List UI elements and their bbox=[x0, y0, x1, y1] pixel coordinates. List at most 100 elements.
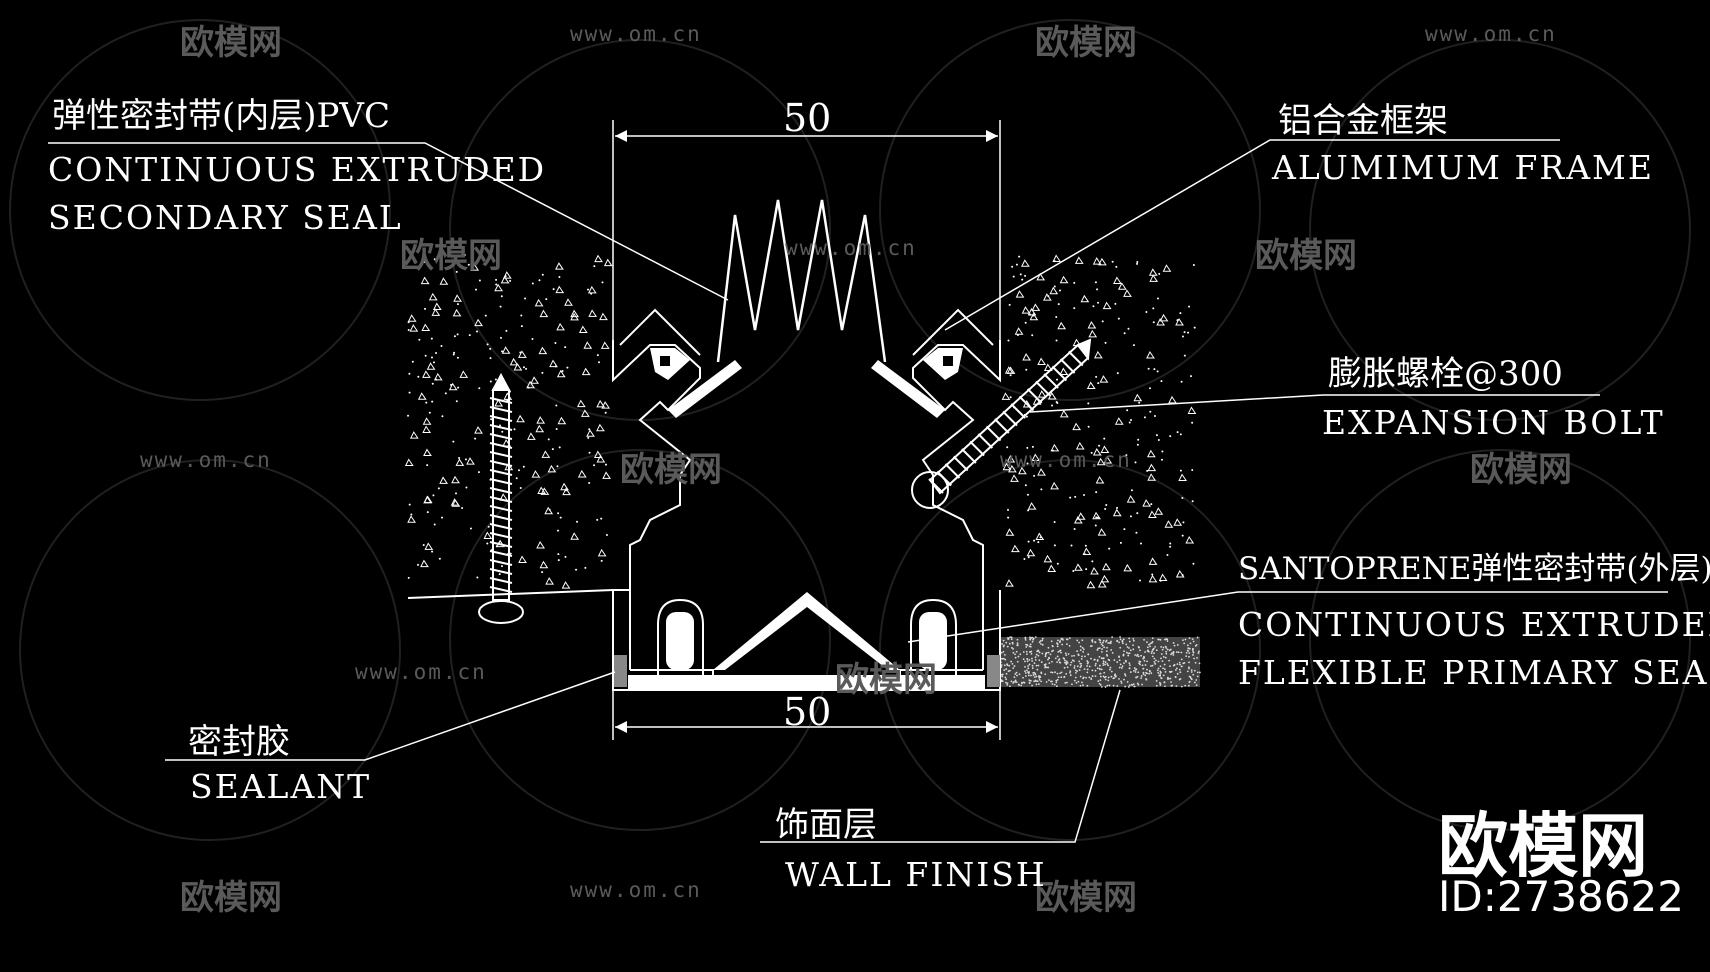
aggregate-mark bbox=[421, 323, 431, 331]
aggregate-dot bbox=[513, 428, 516, 431]
aggregate-mark bbox=[1114, 417, 1124, 425]
watermark-url: www.om.cn bbox=[140, 448, 272, 472]
finish-grain bbox=[1120, 680, 1122, 683]
finish-grain bbox=[1063, 675, 1066, 678]
finish-grain bbox=[1022, 651, 1025, 653]
finish-grain bbox=[1082, 676, 1085, 679]
finish-grain bbox=[1060, 651, 1062, 654]
aggregate-mark bbox=[1123, 289, 1132, 297]
aggregate-dot bbox=[1009, 396, 1012, 399]
finish-grain bbox=[1136, 675, 1139, 678]
finish-grain bbox=[1094, 662, 1097, 665]
finish-grain bbox=[1180, 651, 1183, 654]
aggregate-dot bbox=[476, 576, 479, 579]
aggregate-dot bbox=[564, 555, 567, 558]
aggregate-dot bbox=[1119, 541, 1122, 544]
finish-grain bbox=[1073, 660, 1075, 662]
finish-grain bbox=[1120, 667, 1123, 669]
aggregate-mark bbox=[1075, 441, 1085, 450]
finish-grain bbox=[1159, 674, 1162, 677]
finish-grain bbox=[1157, 672, 1160, 674]
finish-grain bbox=[1041, 637, 1044, 640]
aggregate-dot bbox=[456, 303, 459, 306]
finish-grain bbox=[1053, 683, 1056, 686]
aggregate-dot bbox=[433, 258, 436, 261]
finish-grain bbox=[1149, 645, 1151, 648]
aggregate-mark bbox=[1099, 375, 1109, 383]
finish-grain bbox=[1023, 681, 1026, 684]
aggregate-dot bbox=[554, 342, 557, 345]
label-outer-seal-en-1: CONTINUOUS EXTRUDED bbox=[1238, 605, 1710, 644]
finish-grain bbox=[1026, 644, 1029, 646]
finish-grain bbox=[1140, 654, 1143, 657]
finish-grain bbox=[1128, 667, 1131, 670]
finish-grain bbox=[1069, 671, 1071, 674]
finish-grain bbox=[1056, 655, 1059, 658]
aggregate-dot bbox=[1145, 310, 1148, 313]
finish-grain bbox=[1085, 676, 1087, 679]
finish-grain bbox=[1038, 678, 1041, 681]
finish-grain bbox=[1056, 672, 1059, 675]
aggregate-mark bbox=[423, 448, 432, 457]
finish-grain bbox=[1097, 647, 1100, 650]
aggregate-dot bbox=[557, 553, 560, 556]
finish-grain bbox=[1172, 642, 1175, 644]
finish-grain bbox=[1055, 681, 1058, 684]
watermark-url: www.om.cn bbox=[1425, 22, 1557, 46]
finish-grain bbox=[1186, 649, 1189, 652]
aggregate-dot bbox=[1136, 262, 1139, 265]
aggregate-mark bbox=[1086, 381, 1096, 390]
finish-grain bbox=[1063, 666, 1066, 669]
finish-grain bbox=[1026, 660, 1029, 663]
aggregate-dot bbox=[1151, 573, 1154, 576]
aggregate-mark bbox=[561, 581, 571, 589]
aggregate-dot bbox=[1123, 528, 1126, 531]
finish-grain bbox=[1073, 665, 1076, 667]
concrete-wall-right bbox=[1001, 254, 1197, 589]
finish-grain bbox=[1008, 642, 1011, 645]
aggregate-mark bbox=[1052, 254, 1062, 263]
aggregate-mark bbox=[1037, 357, 1047, 365]
aggregate-mark bbox=[555, 285, 565, 294]
aggregate-dot bbox=[584, 566, 587, 569]
aggregate-mark bbox=[1175, 570, 1185, 578]
aggregate-dot bbox=[1073, 527, 1076, 530]
finish-grain bbox=[1013, 676, 1016, 679]
aggregate-dot bbox=[1117, 317, 1120, 320]
aggregate-mark bbox=[431, 308, 441, 316]
finish-grain bbox=[1010, 636, 1013, 639]
finish-grain bbox=[1107, 658, 1110, 661]
finish-grain bbox=[1162, 646, 1165, 649]
finish-grain bbox=[1198, 671, 1201, 674]
finish-grain bbox=[1163, 681, 1166, 684]
finish-grain bbox=[1068, 637, 1071, 640]
aggregate-dot bbox=[1136, 443, 1139, 446]
finish-grain bbox=[1086, 665, 1088, 667]
aggregate-dot bbox=[541, 273, 544, 276]
screw-threads-left bbox=[489, 397, 513, 593]
aggregate-dot bbox=[1126, 409, 1129, 412]
aggregate-dot bbox=[576, 520, 579, 523]
aggregate-dot bbox=[1176, 431, 1179, 434]
aggregate-dot bbox=[452, 440, 455, 443]
aggregate-dot bbox=[556, 465, 559, 468]
bolt-thread bbox=[928, 478, 944, 494]
finish-grain bbox=[1190, 671, 1193, 673]
finish-grain bbox=[1031, 684, 1033, 687]
aggregate-dot bbox=[541, 571, 544, 574]
finish-grain bbox=[1086, 660, 1089, 662]
finish-grain bbox=[1118, 677, 1120, 680]
finish-grain bbox=[1154, 645, 1156, 648]
finish-grain bbox=[1164, 656, 1167, 659]
finish-grain bbox=[1163, 663, 1166, 666]
aggregate-dot bbox=[1027, 509, 1030, 512]
aggregate-dot bbox=[1085, 568, 1088, 571]
finish-grain bbox=[1081, 655, 1083, 658]
finish-grain bbox=[1107, 679, 1110, 682]
finish-grain bbox=[1057, 659, 1060, 662]
finish-grain bbox=[1116, 661, 1119, 663]
bolt-thread bbox=[1059, 358, 1076, 374]
finish-grain bbox=[1022, 658, 1025, 661]
aggregate-mark bbox=[1102, 301, 1112, 310]
aggregate-dot bbox=[431, 550, 434, 553]
